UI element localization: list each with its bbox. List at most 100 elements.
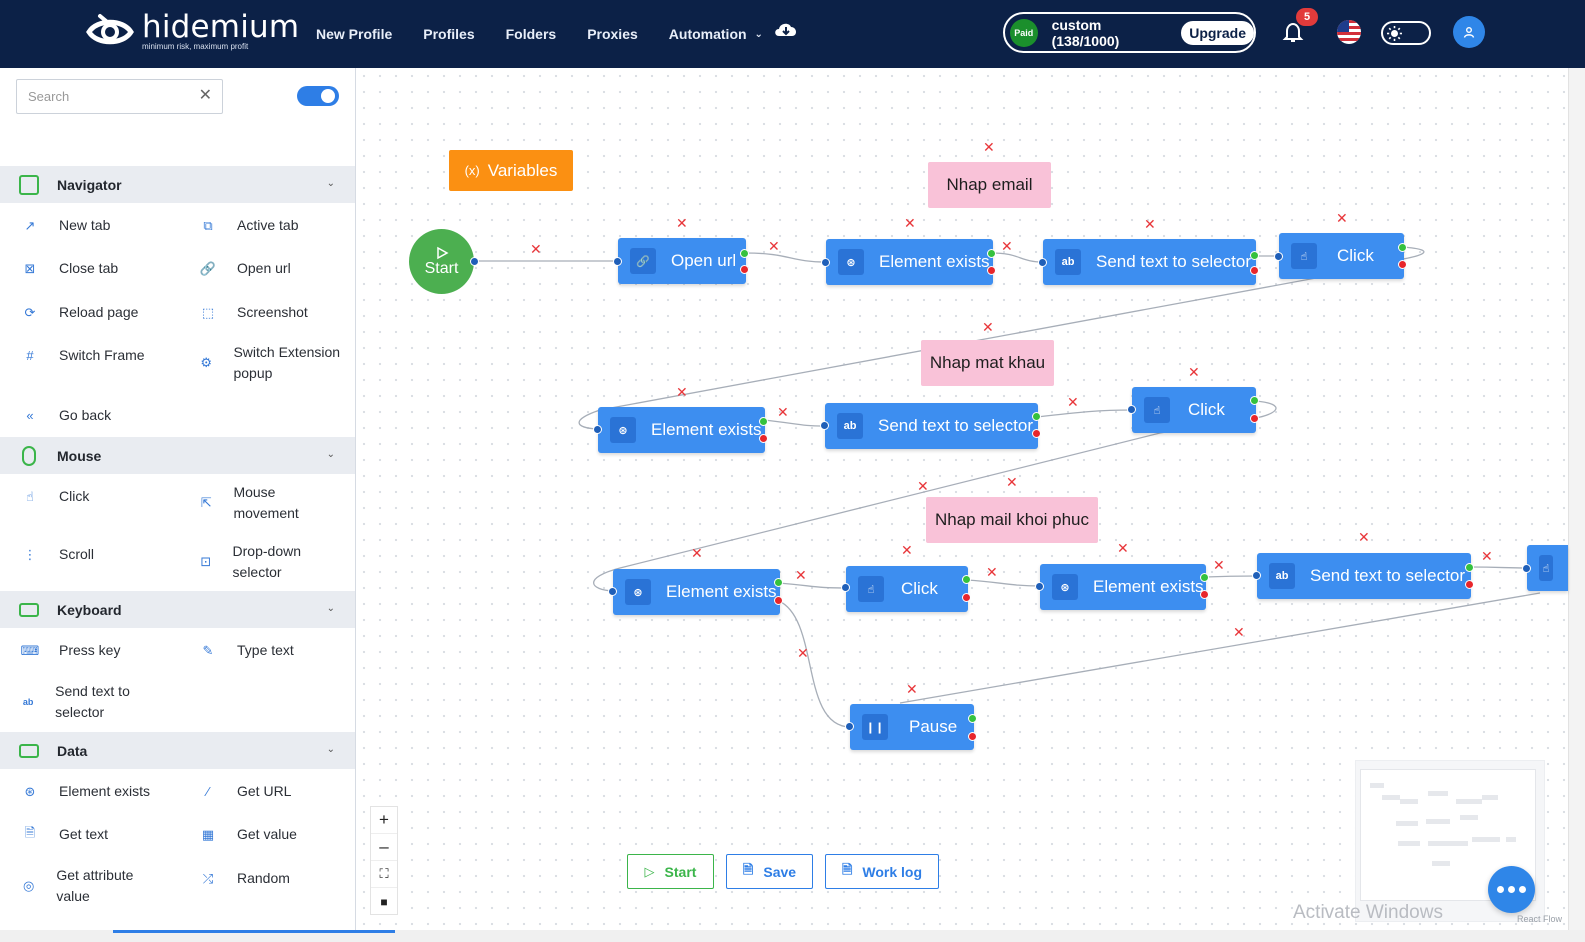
action-close-tab[interactable]: ⊠Close tab — [22, 258, 119, 279]
us-flag-icon[interactable] — [1337, 20, 1361, 44]
delete-node-icon[interactable]: ✕ — [1358, 529, 1370, 545]
action-new-tab[interactable]: ↗New tab — [22, 215, 111, 236]
delete-node-icon[interactable]: ✕ — [1336, 210, 1348, 226]
note-nhap-email[interactable]: Nhap email — [928, 162, 1051, 208]
delete-note-icon[interactable]: ✕ — [982, 319, 994, 335]
action-get-text[interactable]: 🗎Get text — [22, 824, 108, 845]
delete-node-icon[interactable]: ✕ — [676, 384, 688, 400]
start-button[interactable]: ▷ Start — [627, 854, 714, 889]
node-click[interactable]: ☝ Click — [846, 566, 968, 612]
fit-view-icon[interactable]: ⛶ — [371, 861, 397, 888]
delete-edge-icon[interactable]: ✕ — [795, 567, 807, 583]
delete-node-icon[interactable]: ✕ — [906, 681, 918, 697]
action-click[interactable]: ☝Click — [22, 486, 89, 507]
port-in[interactable] — [1252, 571, 1261, 580]
start-node[interactable]: Start — [409, 229, 474, 294]
port-in[interactable] — [1127, 405, 1136, 414]
action-switch-frame[interactable]: #Switch Frame — [22, 345, 144, 366]
delete-edge-icon[interactable]: ✕ — [768, 238, 780, 254]
work-log-button[interactable]: 🗎 Work log — [825, 854, 939, 889]
port-success[interactable] — [1398, 243, 1407, 252]
port-in[interactable] — [845, 722, 854, 731]
chat-support-button[interactable] — [1488, 866, 1535, 913]
bell-icon[interactable] — [1282, 21, 1304, 43]
delete-node-icon[interactable]: ✕ — [691, 545, 703, 561]
group-navigator[interactable]: Navigator ⌄ — [0, 166, 355, 203]
port-error[interactable] — [968, 732, 977, 741]
delete-node-icon[interactable]: ✕ — [1117, 540, 1129, 556]
node-element-exists[interactable]: ⊛ Element exists — [613, 569, 780, 615]
horizontal-scrollbar[interactable] — [0, 930, 1585, 942]
theme-toggle[interactable] — [1381, 21, 1431, 45]
node-click[interactable]: ☝ Click — [1132, 387, 1256, 433]
port-in[interactable] — [1274, 252, 1283, 261]
delete-node-icon[interactable]: ✕ — [1188, 364, 1200, 380]
note-nhap-mat-khau[interactable]: Nhap mat khau — [921, 340, 1054, 386]
user-avatar[interactable] — [1453, 16, 1485, 48]
hidemium-logo[interactable]: hidemium minimum risk, maximum profit — [86, 12, 299, 52]
action-element-exists[interactable]: ⊛Element exists — [22, 781, 151, 802]
port-success[interactable] — [968, 714, 977, 723]
delete-node-icon[interactable]: ✕ — [1144, 216, 1156, 232]
delete-edge-icon[interactable]: ✕ — [1213, 557, 1225, 573]
port-error[interactable] — [740, 265, 749, 274]
port-in[interactable] — [821, 258, 830, 267]
node-element-exists[interactable]: ⊛ Element exists — [826, 239, 993, 285]
port-in[interactable] — [1038, 258, 1047, 267]
port-error[interactable] — [987, 266, 996, 275]
action-go-back[interactable]: «Go back — [22, 405, 111, 426]
delete-note-icon[interactable]: ✕ — [1006, 474, 1018, 490]
upgrade-button[interactable]: Upgrade — [1181, 20, 1254, 45]
port-success[interactable] — [1465, 563, 1474, 572]
delete-edge-icon[interactable]: ✕ — [1481, 548, 1493, 564]
action-reload-page[interactable]: ⟳Reload page — [22, 302, 139, 323]
node-open-url[interactable]: 🔗 Open url — [618, 238, 746, 284]
port-error[interactable] — [759, 434, 768, 443]
action-mouse-movement[interactable]: ⇱Mouse movement — [200, 484, 299, 521]
port-error[interactable] — [1250, 266, 1259, 275]
nav-proxies[interactable]: Proxies — [587, 26, 638, 42]
port-in[interactable] — [593, 425, 602, 434]
port-in[interactable] — [608, 587, 617, 596]
port-success[interactable] — [740, 249, 749, 258]
port-error[interactable] — [1465, 580, 1474, 589]
port-success[interactable] — [1032, 412, 1041, 421]
group-mouse[interactable]: Mouse ⌄ — [0, 437, 355, 474]
port-in[interactable] — [1522, 564, 1531, 573]
node-element-exists[interactable]: ⊛ Element exists — [598, 407, 765, 453]
port-out[interactable] — [470, 257, 479, 266]
nav-automation[interactable]: Automation ⌄ — [669, 26, 763, 42]
port-error[interactable] — [1032, 429, 1041, 438]
node-element-exists[interactable]: ⊛ Element exists — [1040, 564, 1206, 610]
clear-search-icon[interactable]: ✕ — [198, 87, 212, 104]
react-flow-attribution[interactable]: React Flow — [1517, 914, 1563, 924]
node-click-offscreen[interactable]: ☝ — [1527, 545, 1568, 591]
port-error[interactable] — [774, 596, 783, 605]
port-success[interactable] — [774, 578, 783, 587]
port-error[interactable] — [1250, 414, 1259, 423]
delete-edge-icon[interactable]: ✕ — [1067, 394, 1079, 410]
port-success[interactable] — [759, 417, 768, 426]
action-get-attribute-value[interactable]: ◎Get attribute value — [23, 867, 134, 904]
action-type-text[interactable]: ✎Type text — [200, 640, 294, 661]
port-success[interactable] — [962, 575, 971, 584]
delete-edge-icon[interactable]: ✕ — [986, 564, 998, 580]
port-success[interactable] — [1200, 573, 1209, 582]
note-nhap-mail-khoi-phuc[interactable]: Nhap mail khoi phuc — [926, 497, 1098, 543]
delete-edge-icon[interactable]: ✕ — [530, 241, 542, 257]
action-scroll[interactable]: ⋮Scroll — [23, 546, 95, 562]
zoom-out-icon[interactable]: – — [371, 834, 397, 861]
node-pause[interactable]: ❙❙ Pause — [850, 704, 974, 750]
action-press-key[interactable]: ⌨Press key — [20, 642, 121, 658]
action-random[interactable]: ⤮Random — [200, 868, 290, 889]
sidebar-toggle[interactable] — [297, 86, 339, 106]
delete-edge-icon[interactable]: ✕ — [1001, 238, 1013, 254]
search-input[interactable] — [28, 80, 198, 113]
group-keyboard[interactable]: Keyboard ⌄ — [0, 591, 355, 628]
action-switch-extension-popup[interactable]: ⚙Switch Extension popup — [200, 344, 341, 381]
port-success[interactable] — [1250, 396, 1259, 405]
nav-folders[interactable]: Folders — [505, 26, 557, 42]
port-in[interactable] — [841, 583, 850, 592]
port-in[interactable] — [820, 421, 829, 430]
nav-new-profile[interactable]: New Profile — [316, 26, 393, 42]
